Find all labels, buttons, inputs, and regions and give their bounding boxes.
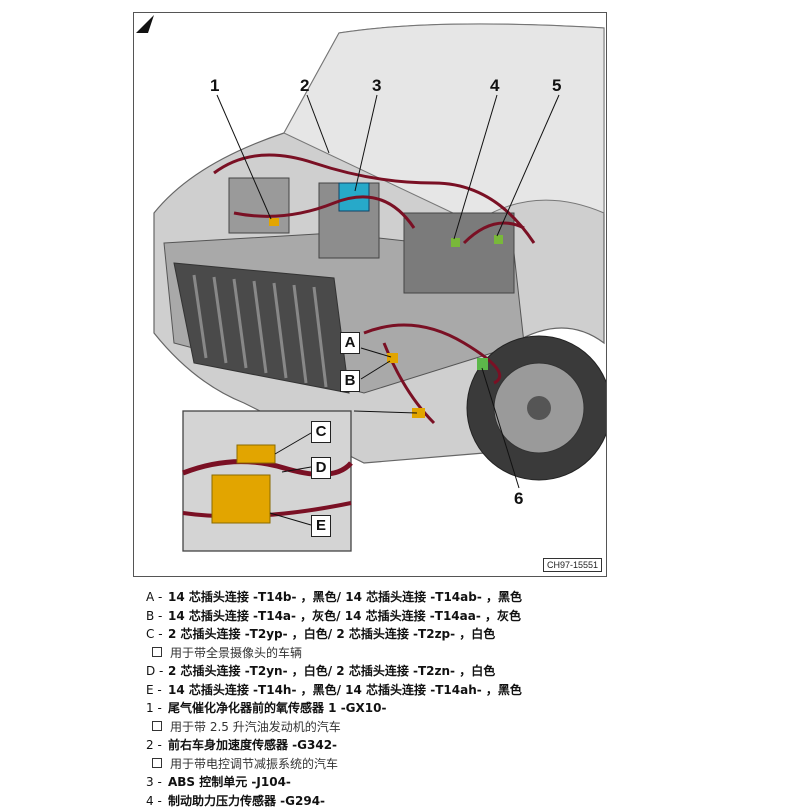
callout-letter-e: E <box>311 515 331 537</box>
callout-letter-c: C <box>311 421 331 443</box>
component-location-figure: 1 2 3 4 5 6 A B C D E CH97-15551 <box>133 12 607 577</box>
engine-bay-illustration <box>134 13 606 576</box>
legend-note-c: 用于带全景摄像头的车辆 <box>146 644 666 663</box>
legend-row-a: A -14 芯插头连接 -T14b- ，黑色/ 14 芯插头连接 -T14ab-… <box>146 588 666 607</box>
callout-letter-d: D <box>311 457 331 479</box>
legend-row-4: 4 -制动助力压力传感器 -G294- <box>146 792 666 810</box>
legend-note-1: 用于带 2.5 升汽油发动机的汽车 <box>146 718 666 737</box>
checkbox-bullet-icon <box>152 758 162 768</box>
legend-row-3: 3 -ABS 控制单元 -J104- <box>146 773 666 792</box>
callout-letter-a: A <box>340 332 360 354</box>
legend-row-2: 2 -前右车身加速度传感器 -G342- <box>146 736 666 755</box>
callout-1: 1 <box>210 77 219 94</box>
checkbox-bullet-icon <box>152 647 162 657</box>
orientation-arrow-icon <box>134 13 156 35</box>
callout-2: 2 <box>300 77 309 94</box>
callout-6: 6 <box>514 490 523 507</box>
legend: A -14 芯插头连接 -T14b- ，黑色/ 14 芯插头连接 -T14ab-… <box>146 588 666 810</box>
legend-note-2: 用于带电控调节减振系统的汽车 <box>146 755 666 774</box>
callout-letter-b: B <box>340 370 360 392</box>
legend-row-b: B -14 芯插头连接 -T14a- ，灰色/ 14 芯插头连接 -T14aa-… <box>146 607 666 626</box>
checkbox-bullet-icon <box>152 721 162 731</box>
callout-5: 5 <box>552 77 561 94</box>
legend-row-d: D -2 芯插头连接 -T2yn- ，白色/ 2 芯插头连接 -T2zn- ，白… <box>146 662 666 681</box>
callout-4: 4 <box>490 77 499 94</box>
legend-row-c: C -2 芯插头连接 -T2yp- ，白色/ 2 芯插头连接 -T2zp- ，白… <box>146 625 666 644</box>
callout-3: 3 <box>372 77 381 94</box>
legend-row-e: E -14 芯插头连接 -T14h- ，黑色/ 14 芯插头连接 -T14ah-… <box>146 681 666 700</box>
figure-id-label: CH97-15551 <box>543 558 602 572</box>
legend-row-1: 1 -尾气催化净化器前的氧传感器 1 -GX10- <box>146 699 666 718</box>
